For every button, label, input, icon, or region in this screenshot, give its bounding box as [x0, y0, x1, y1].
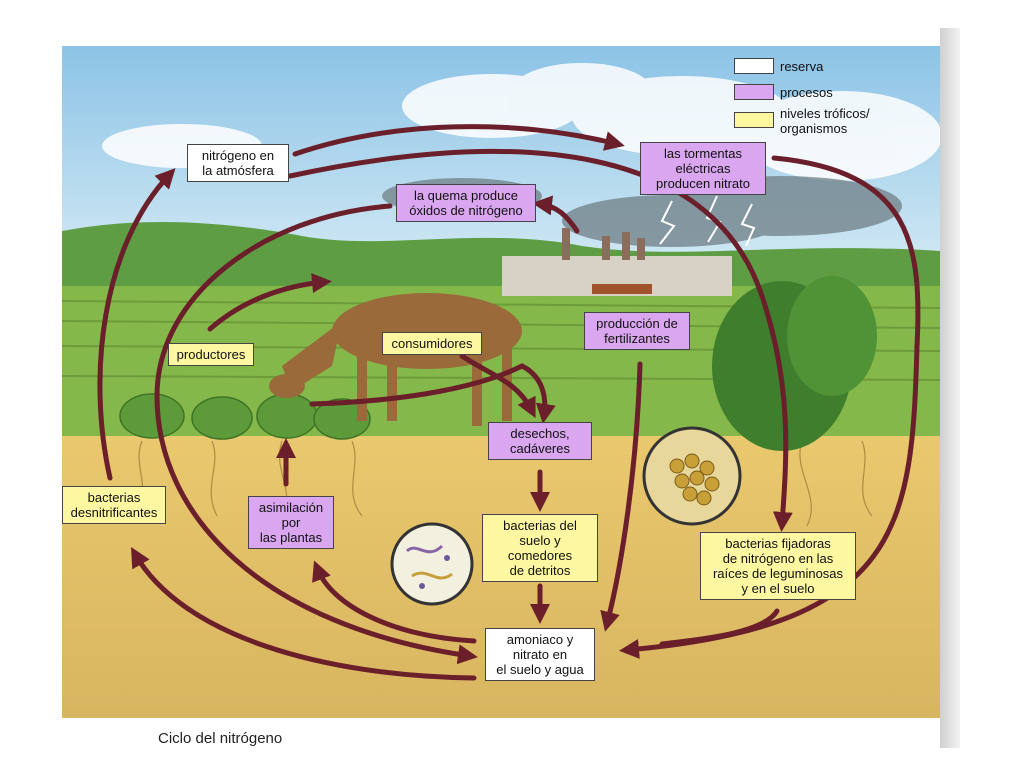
- box-tormentas: las tormentas eléctricas producen nitrat…: [640, 142, 766, 195]
- box-fertilizantes: producción de fertilizantes: [584, 312, 690, 350]
- box-line: producción de: [596, 316, 678, 331]
- box-line: de detritos: [509, 563, 571, 578]
- box-line: eléctricas: [675, 161, 731, 176]
- legend-line: niveles tróficos/: [780, 106, 870, 121]
- box-nitrogeno-atmosfera: nitrógeno en la atmósfera: [187, 144, 289, 182]
- box-quema: la quema produce óxidos de nitrógeno: [396, 184, 536, 222]
- legume-bush: [712, 276, 877, 451]
- root-nodules-magnifier: [642, 426, 742, 526]
- box-bacterias-suelo: bacterias del suelo y comedores de detri…: [482, 514, 598, 582]
- legend-swatch-procesos: [734, 84, 774, 100]
- page-edge-shadow: [940, 28, 960, 748]
- box-line: producen nitrato: [656, 176, 750, 191]
- box-line: la quema produce: [413, 188, 519, 203]
- box-line: raíces de leguminosas: [712, 566, 844, 581]
- box-line: el suelo y agua: [496, 662, 584, 677]
- figure-caption: Ciclo del nitrógeno: [158, 730, 283, 747]
- legend-line: reserva: [780, 59, 824, 74]
- box-line: suelo y: [519, 533, 561, 548]
- nitrogen-cycle-diagram: nitrógeno en la atmósfera las tormentas …: [62, 46, 940, 718]
- arrow-consumers-to-desechos: [459, 353, 536, 419]
- box-line: nitrógeno en: [201, 148, 275, 163]
- box-line: por: [281, 515, 301, 530]
- arrow-productores-to-deer: [207, 273, 332, 332]
- legend-label-procesos: procesos: [780, 85, 833, 100]
- box-line: las tormentas: [663, 146, 743, 161]
- arrow-factory-to-burning: [532, 195, 580, 234]
- box-line: cadáveres: [510, 441, 570, 456]
- box-line: asimilación: [258, 500, 324, 515]
- box-line: las plantas: [259, 530, 323, 545]
- legend-label-organismos: niveles tróficos/ organismos: [780, 106, 870, 136]
- arrow-atmosphere-to-storms: [292, 124, 625, 157]
- arrow-fixing-to-soil: [659, 608, 780, 647]
- box-bacterias-fijadoras: bacterias fijadoras de nitrógeno en las …: [700, 532, 856, 600]
- legend-line: organismos: [780, 121, 848, 136]
- legend-label-reserva: reserva: [780, 59, 823, 74]
- arrow-soil-to-asimilacion: [312, 560, 477, 644]
- microbe-magnifier: [390, 522, 474, 606]
- arrow-storms-to-soil: [619, 155, 921, 659]
- box-line: óxidos de nitrógeno: [409, 203, 523, 218]
- box-desechos: desechos, cadáveres: [488, 422, 592, 460]
- box-line: nitrato en: [512, 647, 568, 662]
- box-line: fertilizantes: [604, 331, 670, 346]
- arrow-atmosphere-to-fixing: [287, 148, 793, 532]
- legend-swatch-organismos: [734, 112, 774, 128]
- box-line: bacterias: [87, 490, 141, 505]
- box-line: bacterias del: [503, 518, 577, 533]
- box-line: la atmósfera: [202, 163, 274, 178]
- box-line: bacterias fijadoras: [725, 536, 831, 551]
- arrow-denitrifiers-to-atmosphere: [97, 168, 176, 481]
- box-line: de nitrógeno en las: [722, 551, 834, 566]
- lettuce-plants: [119, 393, 371, 440]
- arrow-fertilizer-to-soil: [600, 361, 643, 632]
- box-line: desnitrificantes: [70, 505, 158, 520]
- box-line: consumidores: [391, 336, 473, 351]
- cycle-arrows: [97, 124, 921, 681]
- box-amoniaco-nitrato: amoniaco y nitrato en el suelo y agua: [485, 628, 595, 681]
- box-line: productores: [176, 347, 246, 362]
- arrow-burning-to-soil: [154, 203, 478, 665]
- box-asimilacion: asimilación por las plantas: [248, 496, 334, 549]
- box-desnitrificantes: bacterias desnitrificantes: [62, 486, 166, 524]
- arrow-soil-to-denitrifiers: [131, 547, 477, 681]
- box-productores: productores: [168, 343, 254, 366]
- box-line: desechos,: [510, 426, 570, 441]
- box-line: amoniaco y: [506, 632, 574, 647]
- box-line: comedores: [507, 548, 573, 563]
- factory: [502, 228, 732, 296]
- box-consumidores: consumidores: [382, 332, 482, 355]
- legend-line: procesos: [780, 85, 833, 100]
- box-line: y en el suelo: [741, 581, 815, 596]
- legend-swatch-reserva: [734, 58, 774, 74]
